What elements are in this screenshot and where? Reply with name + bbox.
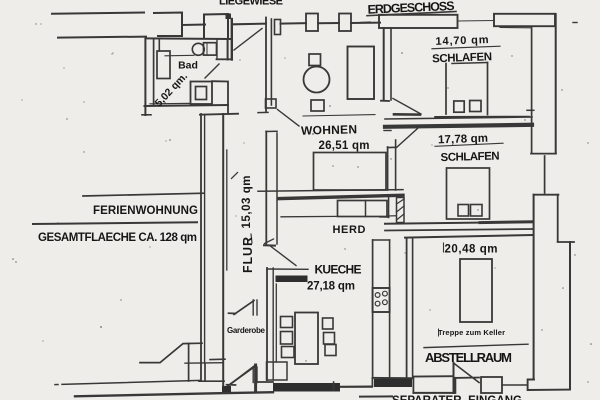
svg-text:KUECHE: KUECHE	[315, 263, 362, 277]
svg-text:LIEGEWIESE: LIEGEWIESE	[219, 0, 283, 8]
svg-text:FERIENWOHNUNG: FERIENWOHNUNG	[93, 205, 198, 217]
svg-text:SEPARATER. EINGANG: SEPARATER. EINGANG	[392, 395, 522, 400]
svg-text:ABSTELLRAUM: ABSTELLRAUM	[425, 350, 512, 365]
svg-text:15,03 qm: 15,03 qm	[241, 176, 253, 229]
svg-text:SCHLAFEN: SCHLAFEN	[432, 51, 492, 65]
svg-text:Bad: Bad	[178, 60, 198, 72]
svg-text:27,18 qm: 27,18 qm	[307, 281, 355, 293]
svg-text:20,48 qm: 20,48 qm	[445, 244, 498, 256]
svg-text:26,51 qm: 26,51 qm	[319, 140, 370, 152]
svg-text:HERD: HERD	[333, 224, 366, 236]
svg-text:GESAMTFLAECHE CA. 128 qm: GESAMTFLAECHE CA. 128 qm	[38, 232, 197, 244]
svg-text:ERDGESCHOSS: ERDGESCHOSS	[367, 0, 455, 17]
svg-text:WOHNEN: WOHNEN	[301, 122, 357, 137]
svg-text:FLUR: FLUR	[241, 237, 255, 273]
svg-text:SCHLAFEN: SCHLAFEN	[440, 151, 499, 165]
svg-text:17,78 qm: 17,78 qm	[438, 133, 488, 147]
svg-text:14,70 qm: 14,70 qm	[435, 34, 489, 48]
svg-text:Garderobe: Garderobe	[227, 326, 266, 335]
svg-text:Treppe zum Keller: Treppe zum Keller	[438, 328, 505, 337]
